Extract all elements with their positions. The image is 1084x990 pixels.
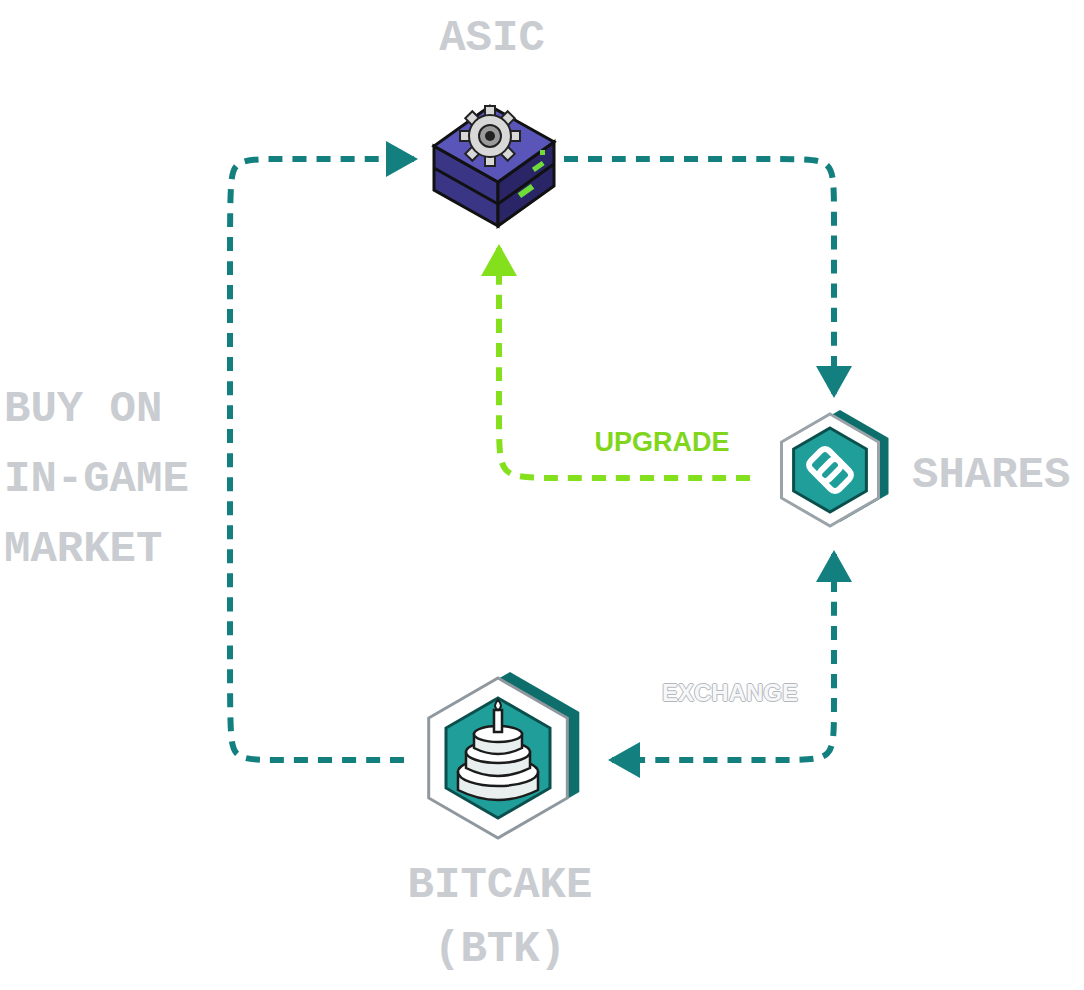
- connector: [612, 554, 834, 760]
- edge-label: EXCHANGE: [662, 678, 798, 708]
- bitcake-icon: [418, 668, 588, 846]
- shares-icon: [772, 408, 896, 532]
- asic-node: ASIC: [428, 98, 560, 230]
- shares-node: SHARES: [772, 408, 896, 532]
- connector: [230, 159, 414, 760]
- connector: [564, 159, 834, 394]
- edge-label: BUY ON IN-GAME MARKET: [4, 374, 209, 584]
- edge-label: UPGRADE: [594, 426, 729, 458]
- bitcake-node: BITCAKE (BTK): [418, 668, 588, 846]
- node-label: BITCAKE (BTK): [395, 853, 605, 981]
- asic-icon: [428, 98, 560, 230]
- node-label: ASIC: [439, 6, 545, 70]
- node-label: SHARES: [912, 443, 1070, 507]
- connector: [499, 248, 750, 478]
